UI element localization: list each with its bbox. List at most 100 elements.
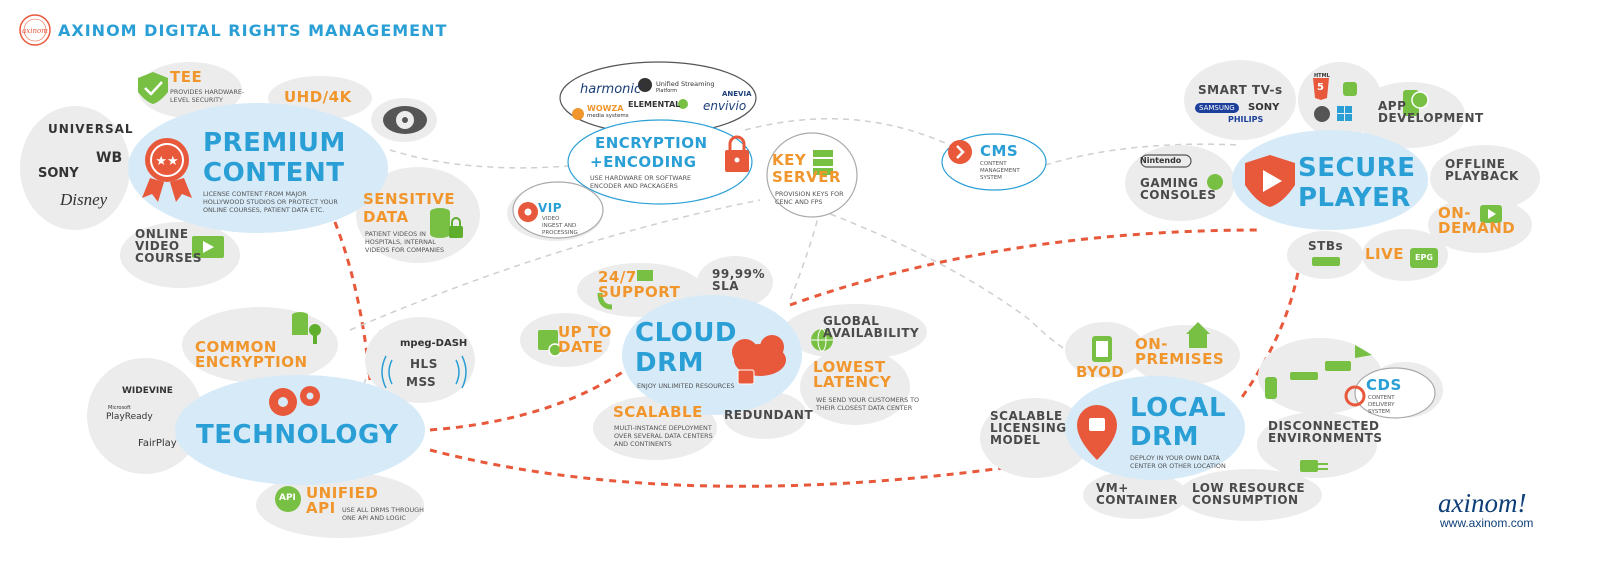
cds-blob	[1354, 367, 1436, 419]
tee-desc: PROVIDES HARDWARE-LEVEL SECURITY	[170, 88, 245, 104]
gaming-icons	[1140, 154, 1223, 190]
html-label: HTML	[1314, 73, 1330, 79]
scalable-label: SCALABLE	[613, 403, 703, 421]
technology-cloud-connector	[429, 358, 641, 432]
playready-logo: PlayReady	[106, 412, 153, 422]
encryption-cms-connector	[744, 118, 961, 151]
wb-logo: WB	[96, 150, 123, 166]
cloud-blob	[622, 295, 802, 415]
fairplay-logo: FairPlay	[138, 438, 177, 449]
vip-title: VIP	[538, 201, 563, 215]
database-lock-icon	[430, 208, 463, 238]
encryption-blob	[567, 119, 753, 205]
cloud-lock-icon	[732, 335, 786, 385]
envivio-logo: envivio	[703, 99, 747, 113]
keyserver-cloud-connector	[789, 209, 821, 301]
local-blob	[1065, 376, 1245, 480]
tv-epg-icon	[1410, 248, 1438, 268]
cms-player-connector	[1044, 143, 1241, 166]
usp-sub: Platform	[656, 88, 678, 94]
microsoft-logo: Microsoft	[108, 405, 131, 411]
technology-blob	[175, 375, 425, 485]
encryption-title-2: +ENCODING	[590, 153, 697, 171]
samsung-logo: SAMSUNG	[1195, 103, 1239, 113]
sensitive-title-2: DATA	[363, 208, 409, 226]
set-top-box-icon	[1312, 257, 1340, 266]
uhd-title: UHD/4K	[284, 88, 352, 106]
tablet-icon	[1092, 336, 1112, 362]
anevia-logo: ANEVIA	[722, 90, 752, 98]
website-url[interactable]: www.axinom.com	[1440, 516, 1534, 530]
hls-label: HLS	[410, 357, 438, 371]
medal-icon: ★★	[142, 138, 192, 202]
sensitive-title-1: SENSITIVE	[363, 190, 456, 208]
video-play-icon	[192, 236, 224, 258]
tv-play-icon	[1480, 205, 1502, 223]
premium-blob	[128, 103, 388, 233]
api-badge-icon	[275, 486, 301, 512]
sony-logo: SONY	[38, 166, 79, 181]
cloud-title-2: DRM	[635, 348, 704, 378]
technology-local-connector	[429, 448, 1091, 488]
tee-title: TEE	[170, 68, 203, 86]
universal-logo: UNIVERSAL	[48, 122, 134, 136]
html5-num: 5	[1317, 82, 1324, 93]
byod-label: BYOD	[1076, 363, 1125, 381]
house-icon	[1186, 322, 1210, 348]
onprem-label: ON-PREMISES	[1135, 335, 1225, 369]
key-database-icon	[292, 312, 321, 344]
mss-label: MSS	[406, 375, 437, 389]
premium-encryption-connector	[389, 149, 581, 169]
cloud-player-connector	[789, 228, 1261, 307]
axinom-brand-logo: axinom!	[1438, 488, 1527, 518]
stamp-text: axinom	[22, 27, 48, 35]
philips-logo: PHILIPS	[1228, 115, 1264, 124]
wowza-sub: media systems	[587, 113, 629, 119]
signal-waves-icon	[381, 355, 467, 389]
encryption-title-1: ENCRYPTION	[595, 134, 708, 152]
transport-icons	[1265, 345, 1372, 399]
location-lock-icon	[1077, 405, 1117, 460]
axinom-stamp-icon	[19, 14, 51, 46]
partner-logo-icons	[572, 78, 688, 120]
redundant-label: REDUNDANT	[724, 408, 814, 422]
local-title-1: LOCAL	[1130, 393, 1227, 423]
local-title-2: DRM	[1130, 422, 1199, 452]
player-local-connector	[1238, 259, 1302, 401]
elemental-logo: ELEMENTAL	[628, 100, 681, 109]
phone-gear-icon	[1403, 90, 1429, 116]
sony-tv-logo: SONY	[1248, 102, 1280, 113]
player-title-2: PLAYER	[1298, 183, 1411, 213]
sync-icon	[1344, 385, 1366, 407]
disney-logo: Disney	[60, 190, 108, 209]
support-icons	[597, 270, 653, 310]
on-demand-label: ON-DEMAND	[1438, 204, 1516, 238]
globe-icon	[811, 328, 833, 352]
shield-check-icon	[138, 72, 168, 104]
epg-badge: EPG	[1415, 253, 1433, 262]
widevine-logo: WIDEVINE	[122, 386, 173, 396]
page-title: AXINOM DIGITAL RIGHTS MANAGEMENT	[58, 21, 448, 40]
sla-label: 99,99%SLA	[712, 267, 765, 294]
gears-icon	[269, 386, 320, 416]
stbs-label: STBs	[1308, 239, 1344, 253]
lock-icon	[725, 135, 749, 172]
nintendo-logo: Nintendo	[1140, 156, 1182, 165]
os-icons	[1313, 78, 1357, 122]
blue-blobs	[128, 103, 1428, 485]
keyserver-blob	[766, 132, 858, 218]
svg-text:★★: ★★	[155, 154, 178, 169]
